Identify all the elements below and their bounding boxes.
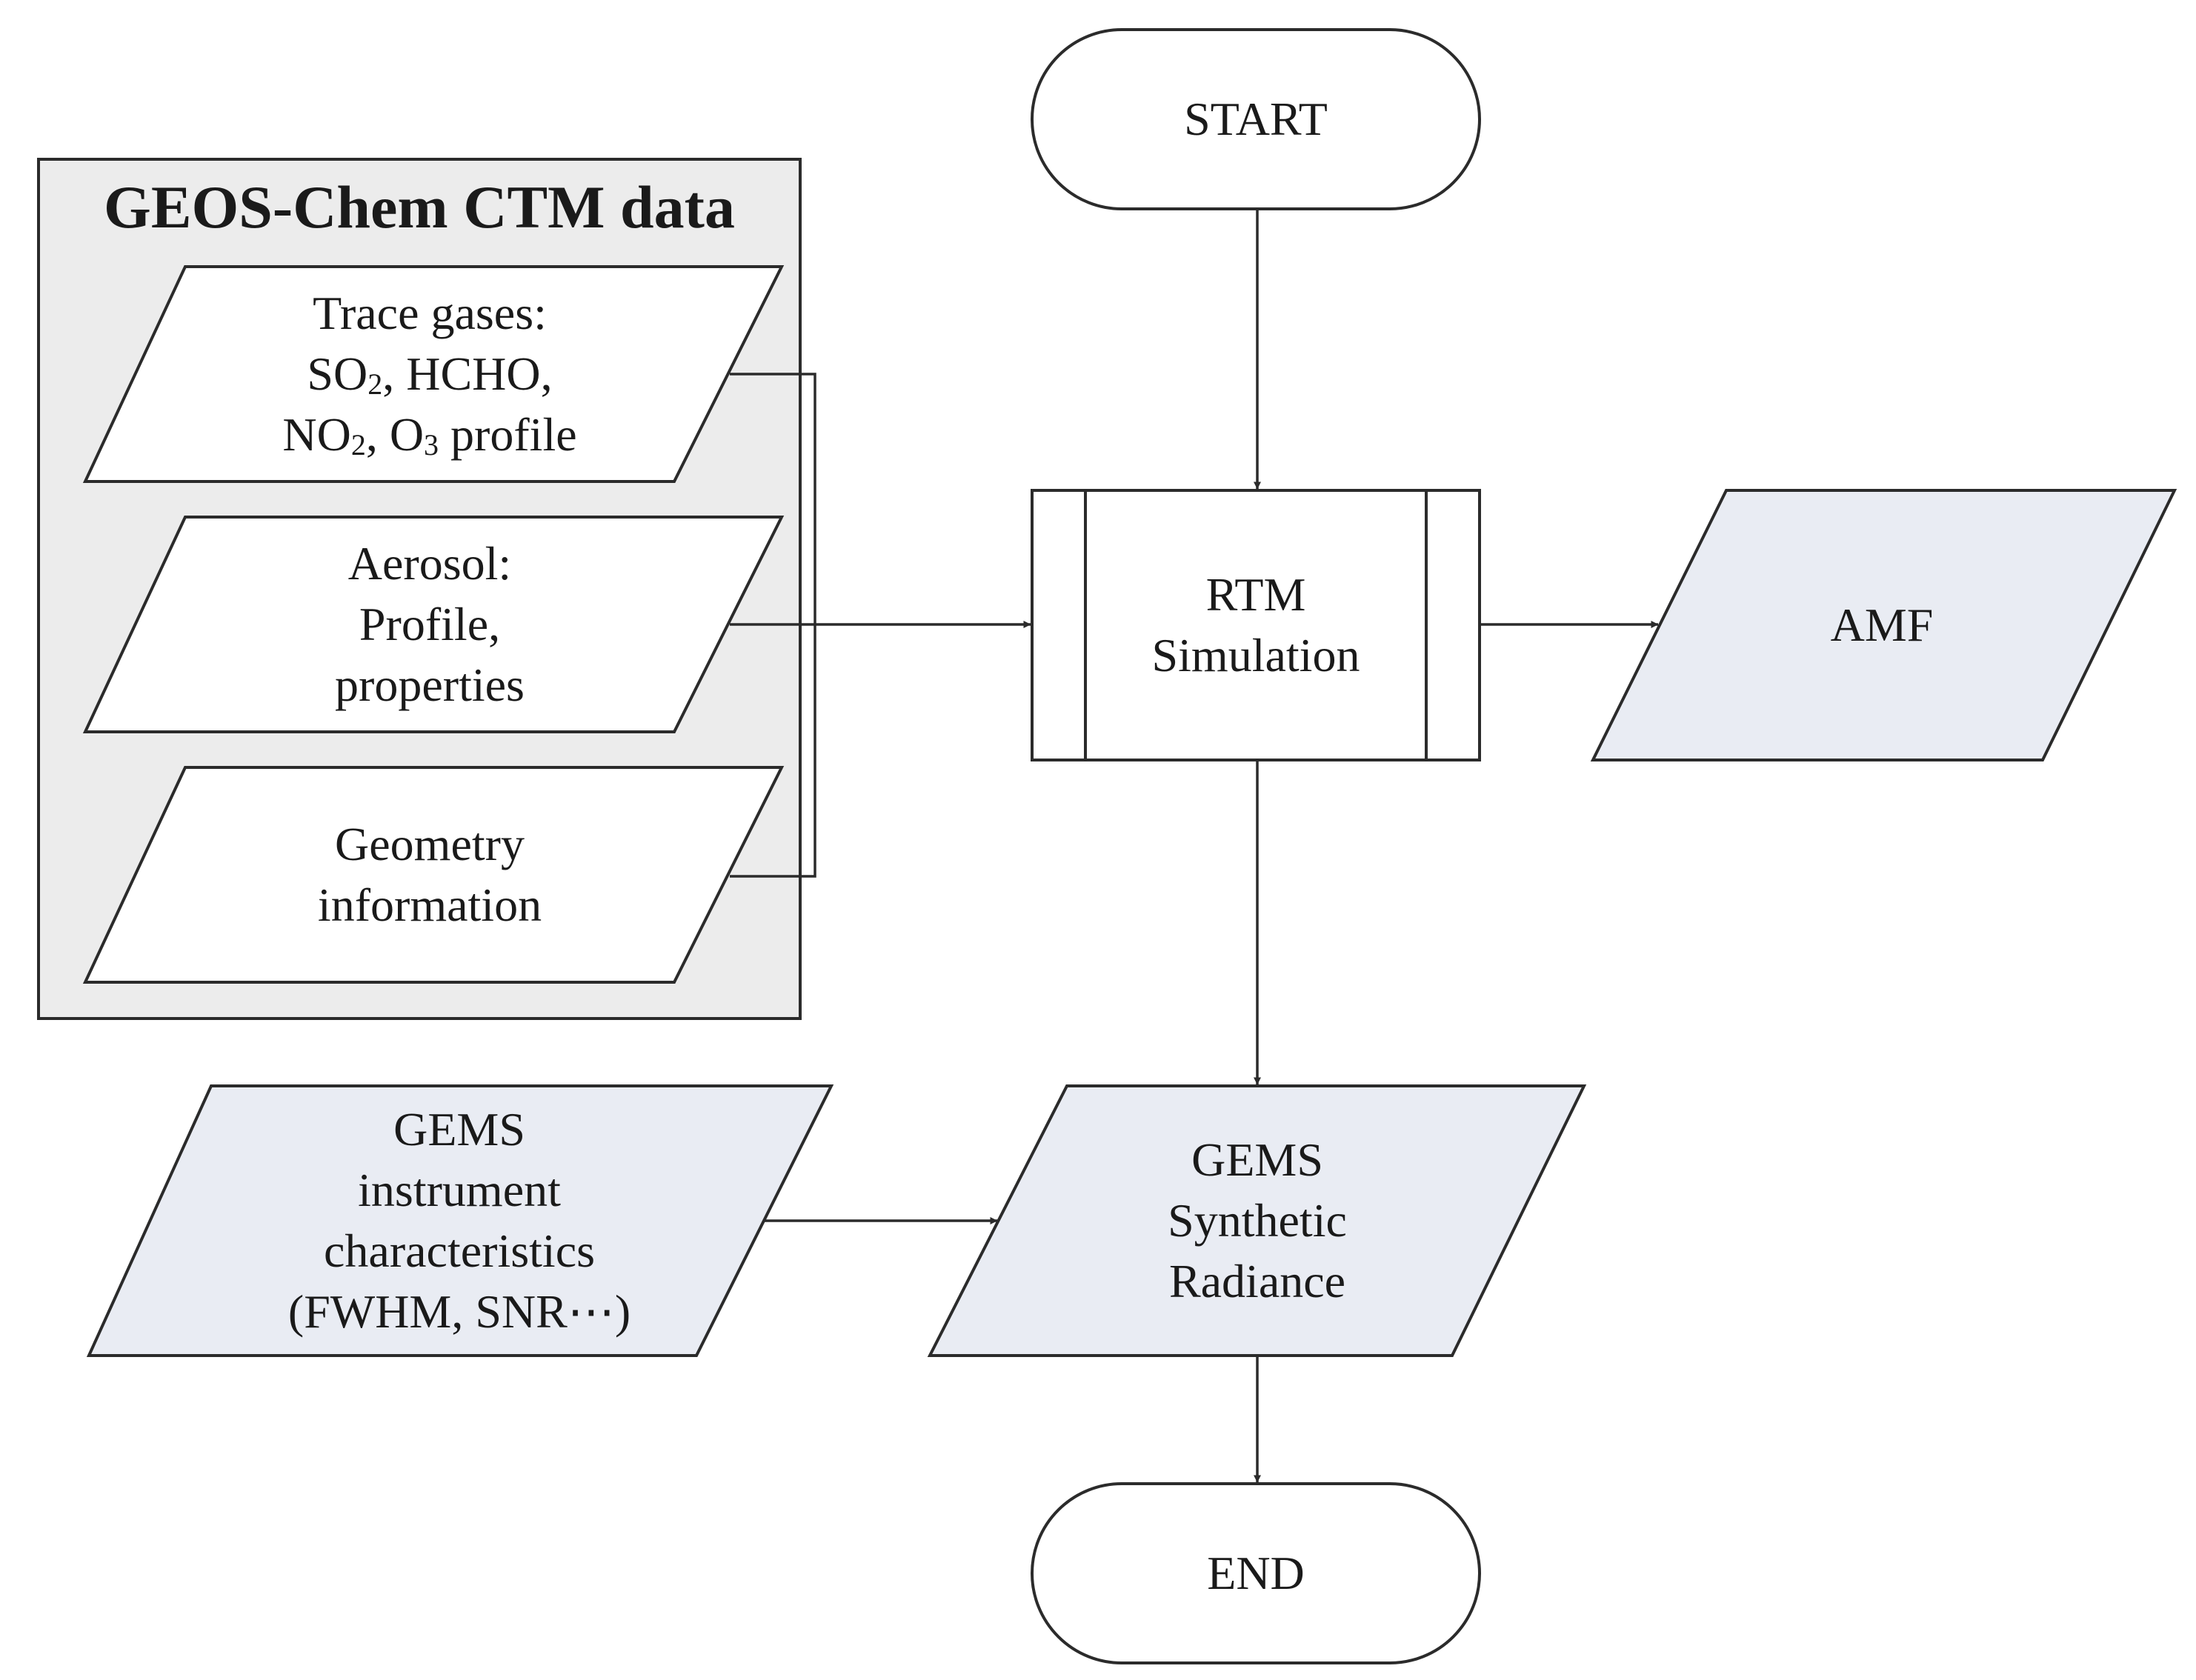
geometry-data-shape[interactable] (82, 766, 785, 984)
end-terminator[interactable] (1031, 1482, 1481, 1664)
aerosol-data-shape[interactable] (82, 516, 785, 733)
radiance-data-shape[interactable] (927, 1084, 1587, 1357)
amf-data-shape[interactable] (1590, 489, 2177, 761)
start-terminator[interactable] (1031, 28, 1481, 210)
trace-gases-data-shape[interactable] (82, 265, 785, 483)
instrument-data-shape[interactable] (86, 1084, 834, 1357)
rtm-simulation-process[interactable] (1031, 489, 1481, 761)
